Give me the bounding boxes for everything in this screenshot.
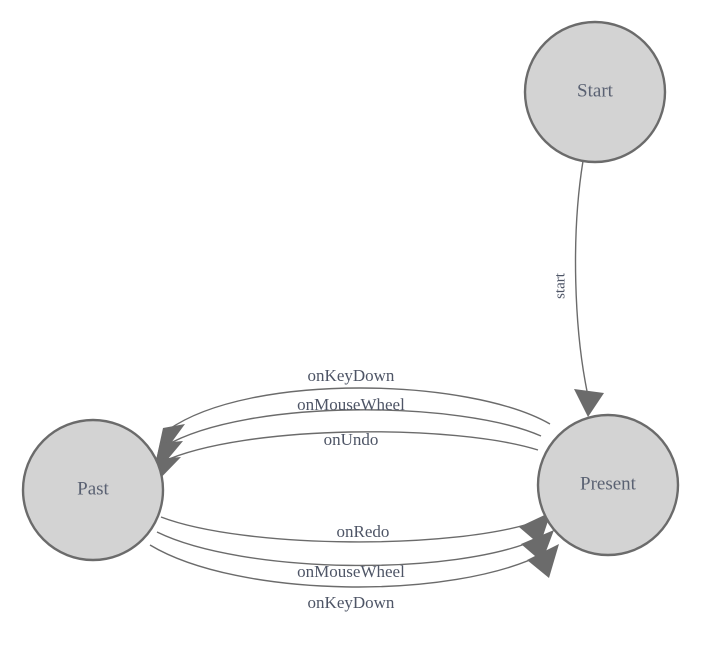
edge-label-present-to-past-onkeydown: onKeyDown — [308, 366, 395, 385]
edge-past-to-present-onkeydown[interactable]: onKeyDown — [149, 544, 559, 612]
node-present[interactable]: Present — [536, 413, 680, 557]
edge-start-to-present[interactable]: start — [552, 160, 604, 417]
edge-label-present-to-past-onmousewheel: onMouseWheel — [297, 395, 405, 414]
edge-label-past-to-present-onkeydown: onKeyDown — [308, 593, 395, 612]
edge-past-to-present-onmousewheel-path — [156, 531, 541, 567]
edge-present-to-past-onmousewheel-path — [164, 409, 542, 447]
edge-present-to-past-onkeydown-path — [167, 387, 551, 431]
edge-start-to-present-arrowhead — [574, 389, 604, 417]
node-start[interactable]: Start — [523, 20, 667, 164]
node-past[interactable]: Past — [21, 418, 165, 562]
node-present-circle — [536, 413, 680, 557]
edge-label-past-to-present-onmousewheel: onMouseWheel — [297, 562, 405, 581]
edge-present-to-past-onundo[interactable]: onUndo — [149, 430, 539, 490]
edge-past-to-present-onredo-arrowhead — [519, 512, 551, 545]
edge-label-past-to-present-onredo: onRedo — [337, 522, 390, 541]
edge-present-to-past-onkeydown[interactable]: onKeyDown — [155, 366, 551, 465]
node-present-label: Present — [580, 473, 637, 494]
node-start-circle — [523, 20, 667, 164]
node-start-label: Start — [577, 80, 614, 101]
edge-past-to-present-onkeydown-arrowhead — [527, 544, 559, 578]
node-past-circle — [21, 418, 165, 562]
edge-label-start: start — [552, 272, 568, 299]
edge-present-to-past-onundo-path — [161, 431, 539, 463]
edge-label-present-to-past-onundo: onUndo — [324, 430, 379, 449]
edge-past-to-present-onmousewheel[interactable]: onMouseWheel — [156, 530, 554, 581]
edge-past-to-present-onredo-path — [160, 516, 539, 543]
edge-past-to-present-onredo[interactable]: onRedo — [160, 512, 551, 545]
edge-past-to-present-onmousewheel-arrowhead — [521, 530, 554, 562]
node-past-label: Past — [77, 478, 109, 499]
edge-start-to-present-path — [574, 160, 589, 397]
edge-past-to-present-onkeydown-path — [149, 544, 546, 588]
